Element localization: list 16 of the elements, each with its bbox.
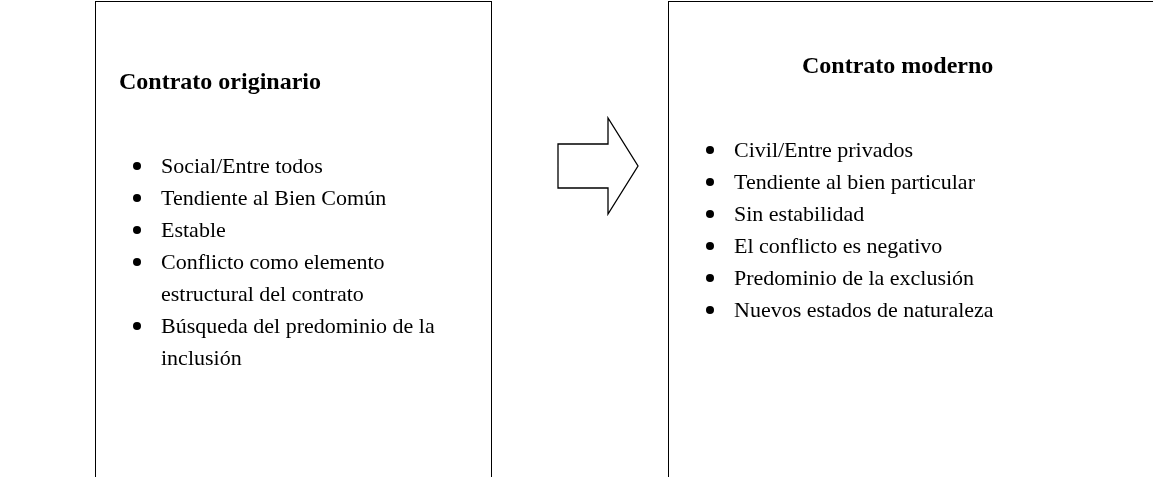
bullet-text: Social/Entre todos [161, 153, 323, 178]
bullet-text: Estable [161, 217, 226, 242]
bullet-text: Búsqueda del predominio de la inclusión [161, 313, 435, 370]
bullet-text: Tendiente al bien particular [734, 169, 975, 194]
bullet-text: Civil/Entre privados [734, 137, 914, 162]
text-panel [95, 1, 492, 477]
bullet-text: El conflicto es negativo [734, 233, 943, 258]
bullet-text: Sin estabilidad [734, 201, 865, 226]
text-panel [668, 1, 1153, 477]
bullet-text: Conflicto como elemento estructural del contrato [161, 249, 385, 306]
bullet-text: Nuevos estados de naturaleza [734, 297, 994, 322]
panel-heading: Contrato originario [119, 68, 321, 95]
block-arrow [557, 115, 639, 217]
bullet-text: Tendiente al Bien Común [161, 185, 387, 210]
bullet-text: Predominio de la exclusión [734, 265, 975, 290]
panel-heading: Contrato moderno [802, 52, 994, 79]
